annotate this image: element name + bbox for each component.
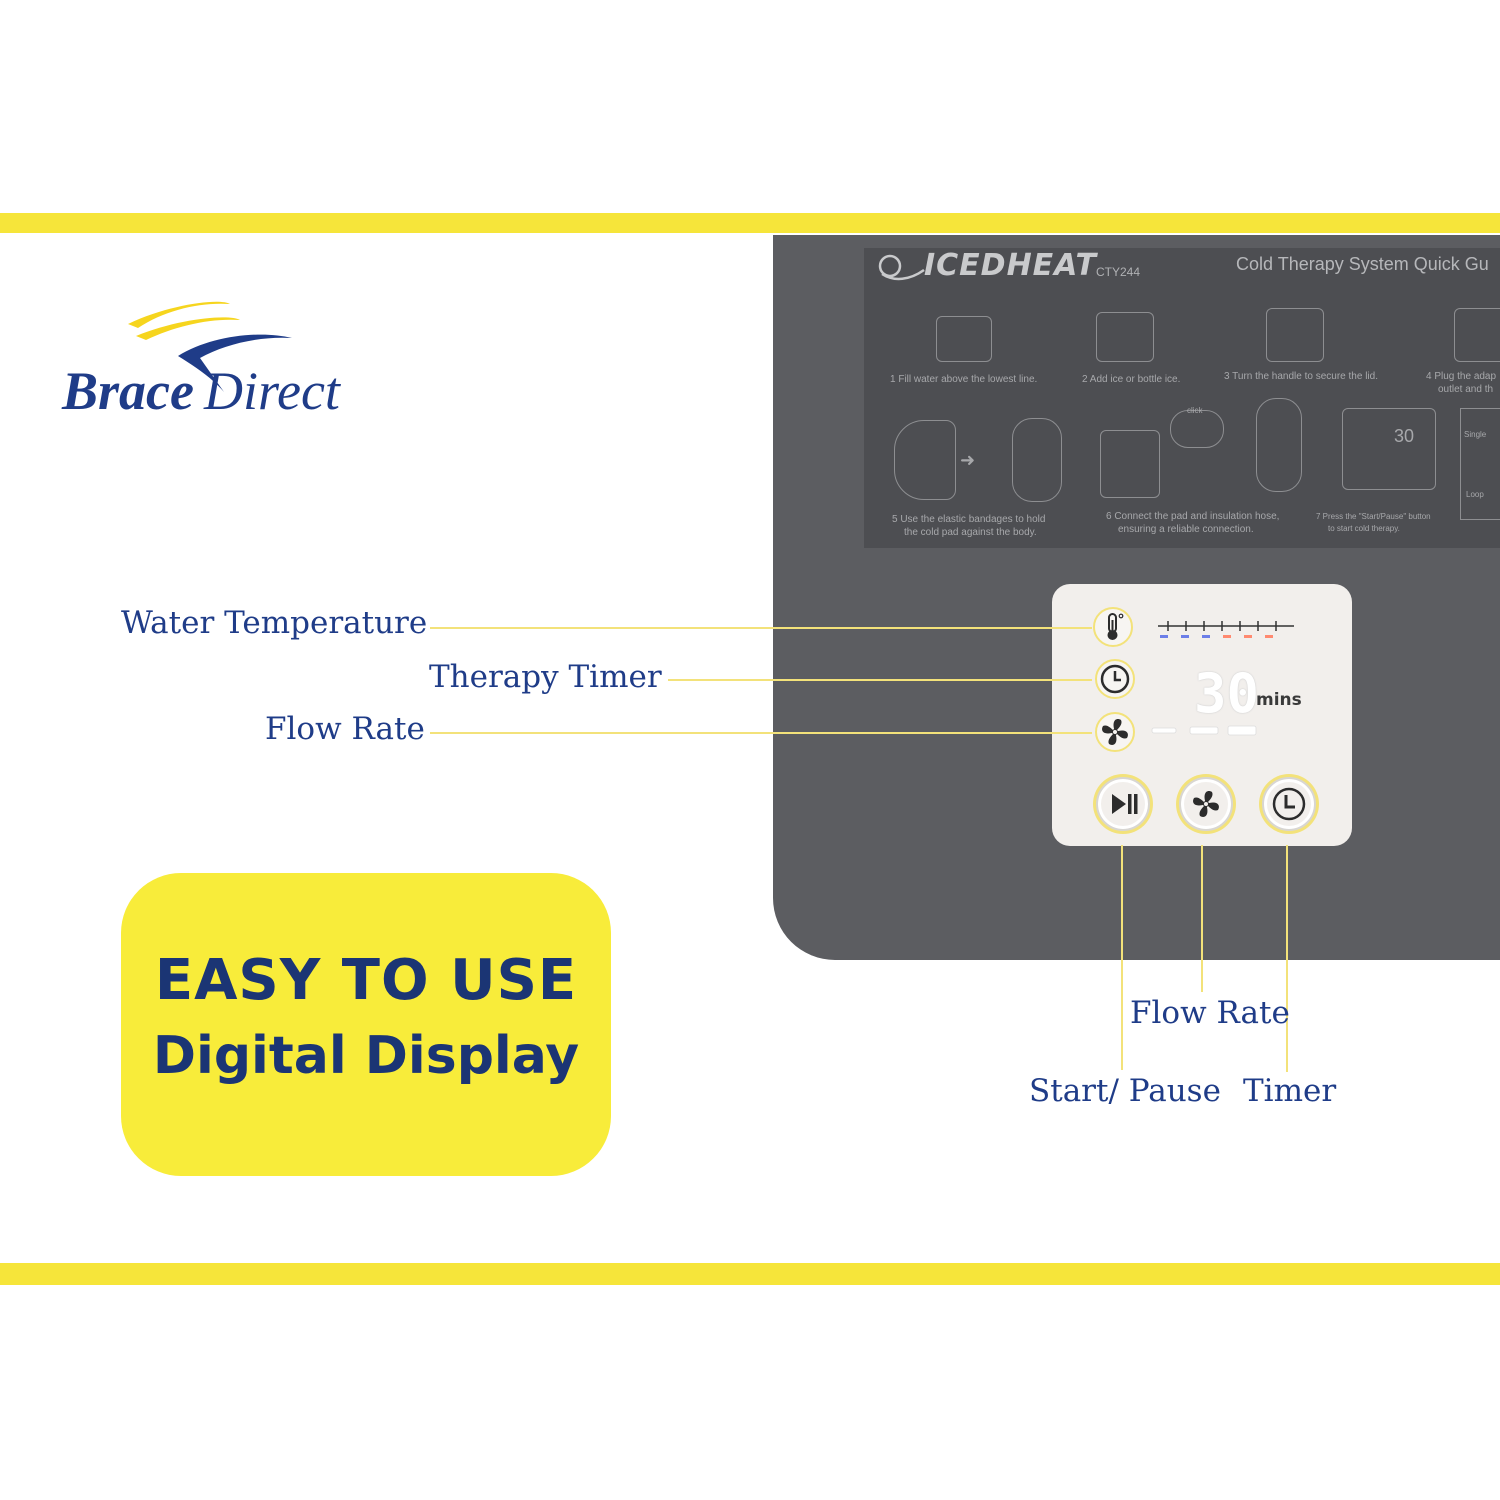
fan-icon: [1095, 712, 1135, 752]
step6-click: click: [1187, 406, 1203, 415]
badge-headline: EASY TO USE: [154, 948, 578, 1013]
step3-text: 3 Turn the handle to secure the lid.: [1224, 371, 1378, 382]
step5-knee-sketch: [1012, 418, 1062, 502]
callout-therapy-timer: Therapy Timer: [429, 659, 662, 695]
brand-name-part1: Brace: [62, 361, 194, 421]
timer-button[interactable]: [1262, 777, 1316, 831]
step7-panel-sketch: [1342, 408, 1436, 490]
step7-mode-sketch: [1460, 408, 1500, 520]
step6-knee-sketch: [1256, 398, 1302, 492]
step1-cooler-sketch: [936, 316, 992, 362]
step7-text-b: to start cold therapy.: [1328, 524, 1400, 533]
device-model: CTY244: [1096, 265, 1141, 279]
guide-title: Cold Therapy System Quick Gu: [1236, 254, 1489, 274]
brand-name-part2: Direct: [203, 361, 340, 421]
step5-arrow: ➜: [960, 450, 976, 470]
flow-rate-button[interactable]: [1179, 777, 1233, 831]
flow-level-bars: [1151, 725, 1257, 736]
badge-subline: Digital Display: [152, 1026, 580, 1086]
play-pause-icon: [1112, 794, 1138, 814]
step4-cooler-sketch: [1454, 308, 1500, 362]
callout-flow-rate-display: Flow Rate: [265, 711, 425, 747]
temperature-scale: [1158, 621, 1294, 638]
step6-connector-sketch: [1170, 410, 1224, 448]
clock-icon: [1272, 787, 1306, 821]
feature-badge: EASY TO USE Digital Display: [121, 873, 611, 1176]
quick-guide-sticker: ICEDHEAT CTY244 Cold Therapy System Quic…: [864, 248, 1500, 548]
step5-text-b: the cold pad against the body.: [904, 527, 1037, 538]
top-yellow-band: [0, 213, 1500, 233]
thermometer-icon: [1093, 607, 1133, 647]
brace-direct-swoosh-icon: [128, 301, 292, 392]
step4-text-a: 4 Plug the adap: [1426, 371, 1497, 382]
step5-leg-sketch: [894, 420, 956, 500]
step7-mini-digits: 30: [1394, 426, 1415, 446]
step7-text-a: 7 Press the "Start/Pause" button: [1316, 512, 1431, 521]
step2-text: 2 Add ice or bottle ice.: [1082, 374, 1181, 385]
timer-digits: 30: [1194, 662, 1260, 725]
callout-water-temperature: Water Temperature: [121, 605, 428, 641]
step5-text-a: 5 Use the elastic bandages to hold: [892, 514, 1046, 525]
step6-text-b: ensuring a reliable connection.: [1118, 524, 1254, 535]
icedheat-wave-icon: [878, 254, 925, 281]
control-panel: 30 mins: [1052, 584, 1352, 846]
clock-icon: [1095, 659, 1135, 699]
timer-unit: mins: [1256, 690, 1302, 710]
callout-start-pause: Start/ Pause: [1029, 1073, 1221, 1109]
callout-flow-rate-button: Flow Rate: [1130, 995, 1290, 1031]
bottom-yellow-band: [0, 1263, 1500, 1285]
mode-single: Single: [1464, 430, 1487, 439]
step3-cooler-sketch: [1266, 308, 1324, 362]
start-pause-button[interactable]: [1096, 777, 1150, 831]
fan-icon: [1193, 791, 1219, 817]
step2-cooler-sketch: [1096, 312, 1154, 362]
device-brand: ICEDHEAT: [924, 248, 1097, 283]
step1-text: 1 Fill water above the lowest line.: [890, 374, 1038, 385]
mode-loop: Loop: [1466, 490, 1484, 499]
step4-text-b: outlet and th: [1438, 384, 1494, 395]
callout-timer: Timer: [1243, 1073, 1337, 1109]
step6-text-a: 6 Connect the pad and insulation hose,: [1106, 511, 1280, 522]
step6-cooler-sketch: [1100, 430, 1160, 498]
